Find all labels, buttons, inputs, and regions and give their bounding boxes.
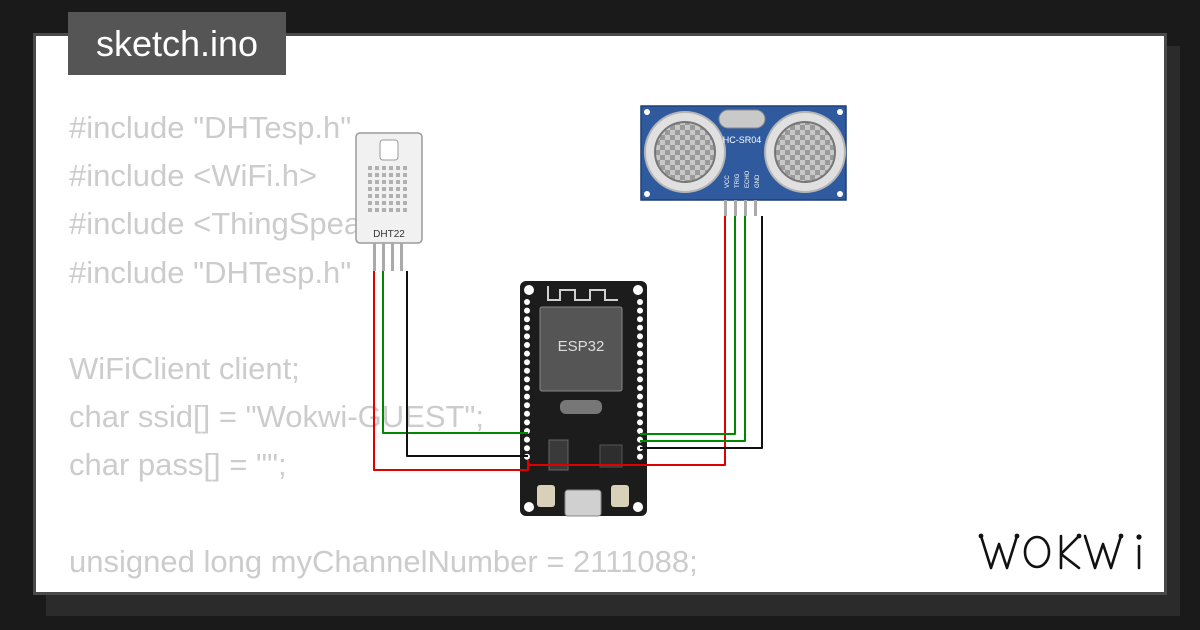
- wokwi-logo: [978, 533, 1142, 570]
- pin-label-trig: TRIG: [735, 173, 741, 188]
- code-line: #include "DHTesp.h": [69, 254, 352, 290]
- reset-button[interactable]: [611, 485, 629, 507]
- hcsr04-label: HC-SR04: [723, 135, 762, 145]
- code-line: unsigned long myChannelNumber = 2111088;: [69, 543, 698, 579]
- right-transducer: [764, 111, 846, 193]
- dht22-vent-grid: [368, 166, 407, 212]
- filename-label: sketch.ino: [95, 22, 259, 64]
- wire-dht-vcc: [373, 271, 529, 471]
- wire-hcsr04-gnd: [640, 216, 763, 449]
- wire-hcsr04-trig: [640, 216, 736, 435]
- esp32-label: ESP32: [558, 338, 605, 355]
- pin-label-gnd: GND: [755, 174, 761, 188]
- wire-dht-data: [382, 271, 528, 434]
- pin-label-vcc: VCC: [725, 175, 731, 188]
- usb-port: [564, 489, 602, 517]
- dht22-sensor[interactable]: DHT22: [355, 132, 423, 271]
- left-transducer: [644, 111, 726, 193]
- code-line: #include <WiFi.h>: [69, 158, 318, 194]
- filename-tab[interactable]: sketch.ino: [68, 12, 286, 75]
- boot-button[interactable]: [537, 485, 555, 507]
- code-line: #include "DHTesp.h": [69, 110, 352, 145]
- code-line: char pass[] = "";: [69, 447, 287, 483]
- wires: [373, 216, 763, 471]
- code-line: char ssid[] = "Wokwi-GUEST";: [69, 399, 485, 435]
- dht22-label: DHT22: [373, 229, 405, 240]
- wire-hcsr04-echo: [640, 216, 746, 442]
- pin-label-echo: ECHO: [745, 170, 751, 188]
- wire-dht-gnd: [406, 271, 528, 457]
- wire-hcsr04-vcc: [528, 216, 726, 466]
- esp32-board[interactable]: ESP32: [520, 281, 647, 517]
- hcsr04-sensor[interactable]: HC-SR04 VCC TRIG ECHO GND: [640, 105, 847, 216]
- code-line: WiFiClient client;: [69, 351, 300, 387]
